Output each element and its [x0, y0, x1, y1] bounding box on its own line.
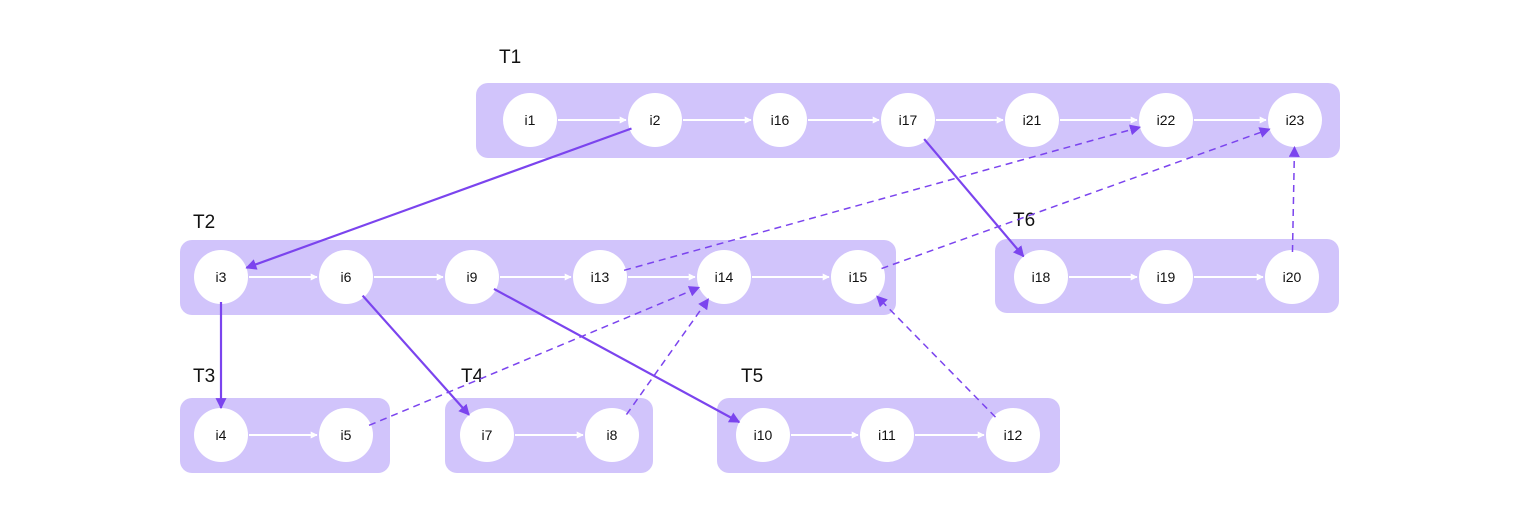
node-i2-circle: [628, 93, 682, 147]
node-i9-circle: [445, 250, 499, 304]
node-i21-label: i21: [1023, 112, 1042, 128]
node-i6: i6: [319, 250, 373, 304]
node-i23-circle: [1268, 93, 1322, 147]
node-i22: i22: [1139, 93, 1193, 147]
node-i5-label: i5: [341, 427, 352, 443]
group-t1-title: T1: [499, 47, 521, 68]
node-i11-circle: [860, 408, 914, 462]
node-i13: i13: [573, 250, 627, 304]
group-t2-title: T2: [193, 212, 215, 233]
edge-i12-to-i15: [876, 295, 997, 418]
node-i21-circle: [1005, 93, 1059, 147]
edge-i6-to-i7: [361, 294, 470, 416]
node-i1-circle: [503, 93, 557, 147]
node-i15-circle: [831, 250, 885, 304]
node-i19: i19: [1139, 250, 1193, 304]
node-i17: i17: [881, 93, 935, 147]
node-i18: i18: [1014, 250, 1068, 304]
node-i3-label: i3: [216, 269, 227, 285]
node-i8-circle: [585, 408, 639, 462]
node-i1-label: i1: [525, 112, 536, 128]
node-i22-label: i22: [1157, 112, 1176, 128]
node-i8-label: i8: [607, 427, 618, 443]
node-i15: i15: [831, 250, 885, 304]
node-i20-circle: [1265, 250, 1319, 304]
group-t6-title: T6: [1013, 210, 1035, 231]
node-i20-label: i20: [1283, 269, 1302, 285]
node-i13-label: i13: [591, 269, 610, 285]
node-i2: i2: [628, 93, 682, 147]
node-i2-label: i2: [650, 112, 661, 128]
edge-i20-to-i23: [1288, 145, 1300, 253]
node-i12: i12: [986, 408, 1040, 462]
edge-i9-to-i10: [493, 287, 741, 424]
group-t5-title: T5: [741, 366, 763, 387]
node-i3: i3: [194, 250, 248, 304]
group-t4-title: T4: [461, 366, 484, 387]
node-i19-label: i19: [1157, 269, 1176, 285]
edge-i8-to-i14: [625, 298, 710, 416]
node-i6-label: i6: [341, 269, 352, 285]
node-i18-circle: [1014, 250, 1068, 304]
node-i9: i9: [445, 250, 499, 304]
node-i4: i4: [194, 408, 248, 462]
node-i14: i14: [697, 250, 751, 304]
node-i7: i7: [460, 408, 514, 462]
node-i23: i23: [1268, 93, 1322, 147]
node-i14-label: i14: [715, 269, 734, 285]
node-i3-circle: [194, 250, 248, 304]
edge-i13-to-i22: [623, 124, 1142, 272]
node-i10-circle: [736, 408, 790, 462]
node-i16-label: i16: [771, 112, 790, 128]
node-i6-circle: [319, 250, 373, 304]
node-i20: i20: [1265, 250, 1319, 304]
group-t3-title: T3: [193, 366, 215, 387]
node-i7-label: i7: [482, 427, 493, 443]
node-i18-label: i18: [1032, 269, 1051, 285]
node-i9-label: i9: [467, 269, 478, 285]
node-i12-circle: [986, 408, 1040, 462]
node-i5-circle: [319, 408, 373, 462]
edge-i2-to-i3: [245, 127, 632, 270]
node-i23-label: i23: [1286, 112, 1305, 128]
node-i10-label: i10: [754, 427, 773, 443]
node-i10: i10: [736, 408, 790, 462]
node-i21: i21: [1005, 93, 1059, 147]
node-i12-label: i12: [1004, 427, 1023, 443]
node-i22-circle: [1139, 93, 1193, 147]
node-i5: i5: [319, 408, 373, 462]
node-i8: i8: [585, 408, 639, 462]
node-i11: i11: [860, 408, 914, 462]
node-i16: i16: [753, 93, 807, 147]
node-i13-circle: [573, 250, 627, 304]
node-i14-circle: [697, 250, 751, 304]
edge-i17-to-i18: [923, 138, 1025, 258]
edge-i15-to-i23: [881, 127, 1271, 270]
node-i15-label: i15: [849, 269, 868, 285]
node-i7-circle: [460, 408, 514, 462]
node-i19-circle: [1139, 250, 1193, 304]
node-i11-label: i11: [878, 427, 896, 443]
node-i1: i1: [503, 93, 557, 147]
node-i4-circle: [194, 408, 248, 462]
node-i16-circle: [753, 93, 807, 147]
node-i4-label: i4: [216, 427, 227, 443]
node-i17-label: i17: [899, 112, 918, 128]
node-i17-circle: [881, 93, 935, 147]
